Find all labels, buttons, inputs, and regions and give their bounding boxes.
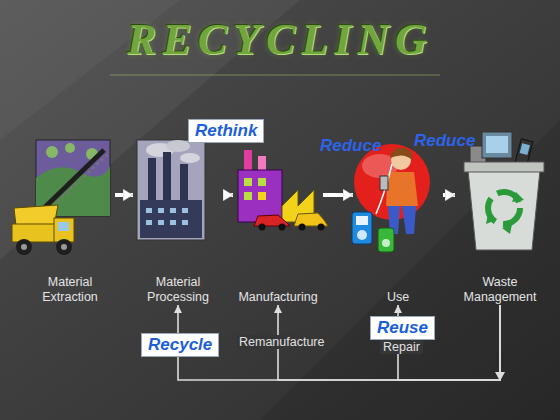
- processing-icon-part: [163, 152, 171, 208]
- extraction-icon-part: [58, 222, 69, 231]
- use-icon-part: [376, 164, 392, 214]
- manufacturing-icon-part: [279, 224, 286, 231]
- stage-label: Material Processing: [133, 275, 223, 305]
- stage-node: Use: [353, 140, 443, 305]
- action-tag: Rethink: [188, 119, 264, 143]
- waste-bin-icon-part: [482, 132, 512, 158]
- manufacturing-icon-part: [294, 213, 328, 226]
- action-tag: Recycle: [141, 333, 219, 357]
- use-icon-part: [382, 239, 390, 247]
- use-icon-part: [380, 176, 388, 190]
- extraction-icon-part: [21, 244, 27, 250]
- extraction-icon-part: [61, 244, 67, 250]
- stage-label: Material Extraction: [25, 275, 115, 305]
- stage-node: Manufacturing: [233, 140, 323, 305]
- waste-bin-icon-part: [464, 162, 544, 172]
- return-arrow: [178, 305, 500, 380]
- processing-icon-part: [137, 140, 205, 240]
- manufacturing-icon-part: [254, 215, 290, 226]
- action-text: Reduce: [320, 136, 381, 156]
- processing-icon-part: [170, 208, 176, 213]
- waste-bin-icon-part: [502, 224, 512, 234]
- waste-bin-icon-part: [486, 136, 508, 153]
- stage-label: Use: [387, 290, 409, 305]
- waste-bin-icon-part: [468, 170, 540, 250]
- extraction-icon-part: [54, 218, 74, 242]
- processing-icon-part: [182, 208, 188, 213]
- extraction-icon-part: [46, 146, 58, 158]
- manufacturing-icon-part: [318, 224, 325, 231]
- background-part: [260, 120, 560, 420]
- manufacturing-icon-part: [259, 224, 266, 231]
- waste-bin-icon-part: [520, 143, 530, 155]
- use-icon-part: [357, 230, 367, 240]
- extraction-icon-part: [40, 150, 104, 212]
- extraction-icon-part: [36, 140, 110, 216]
- stage-label: Waste Management: [455, 275, 545, 305]
- processing-icon-part: [182, 220, 188, 225]
- waste-bin-icon-part: [512, 192, 524, 202]
- action-text: Reduce: [414, 131, 475, 151]
- manufacturing-icon-part: [244, 150, 252, 172]
- flow-arrow: [115, 193, 133, 197]
- merge-arrowhead-part: [495, 372, 505, 381]
- merge-arrowhead: [495, 372, 505, 381]
- slide-title: RECYCLING: [0, 12, 560, 68]
- manufacturing-icon-part: [238, 170, 282, 222]
- waste-bin-icon-part: [515, 139, 533, 165]
- extraction-icon-part: [14, 205, 58, 226]
- flow-arrow: [223, 193, 233, 197]
- extraction-icon-part: [12, 224, 56, 242]
- use-icon-part: [386, 172, 418, 206]
- manufacturing-icon-part: [258, 192, 266, 200]
- processing-icon-part: [140, 200, 202, 238]
- loop-label: Repair: [380, 340, 423, 354]
- processing-icon-part: [170, 220, 176, 225]
- extraction-icon: [12, 140, 110, 255]
- stage-label: Manufacturing: [238, 290, 317, 305]
- manufacturing-icon-part: [244, 192, 252, 200]
- manufacturing-icon-part: [299, 224, 306, 231]
- loop-label: Remanufacture: [236, 335, 327, 349]
- use-icon-part: [402, 206, 416, 234]
- use-icon-part: [356, 216, 368, 225]
- processing-icon-part: [180, 153, 200, 163]
- extraction-icon-part: [56, 239, 72, 255]
- processing-icon-part: [158, 208, 164, 213]
- processing-icon-part: [166, 140, 190, 152]
- waste-bin-icon: [464, 132, 544, 250]
- stage-node: Waste Management: [455, 140, 545, 305]
- manufacturing-icon-part: [244, 178, 252, 186]
- background-part: [110, 74, 440, 76]
- processing-icon-part: [146, 208, 152, 213]
- manufacturing-icon: [238, 150, 328, 231]
- extraction-icon-part: [65, 143, 75, 153]
- use-icon: [352, 144, 430, 252]
- processing-icon-part: [158, 220, 164, 225]
- processing-icon: [137, 140, 205, 240]
- stage-node: Material Extraction: [25, 140, 115, 305]
- use-icon-part: [352, 212, 372, 244]
- use-icon-part: [390, 148, 412, 160]
- extraction-icon-part: [16, 239, 32, 255]
- flow-arrow: [443, 193, 455, 197]
- stage-node: Material Processing: [133, 140, 223, 305]
- processing-icon-part: [146, 220, 152, 225]
- flow-arrow: [323, 193, 353, 197]
- manufacturing-icon-part: [258, 178, 266, 186]
- waste-bin-icon-part: [486, 214, 496, 224]
- action-tag: Reuse: [370, 316, 435, 340]
- use-icon-part: [378, 228, 394, 252]
